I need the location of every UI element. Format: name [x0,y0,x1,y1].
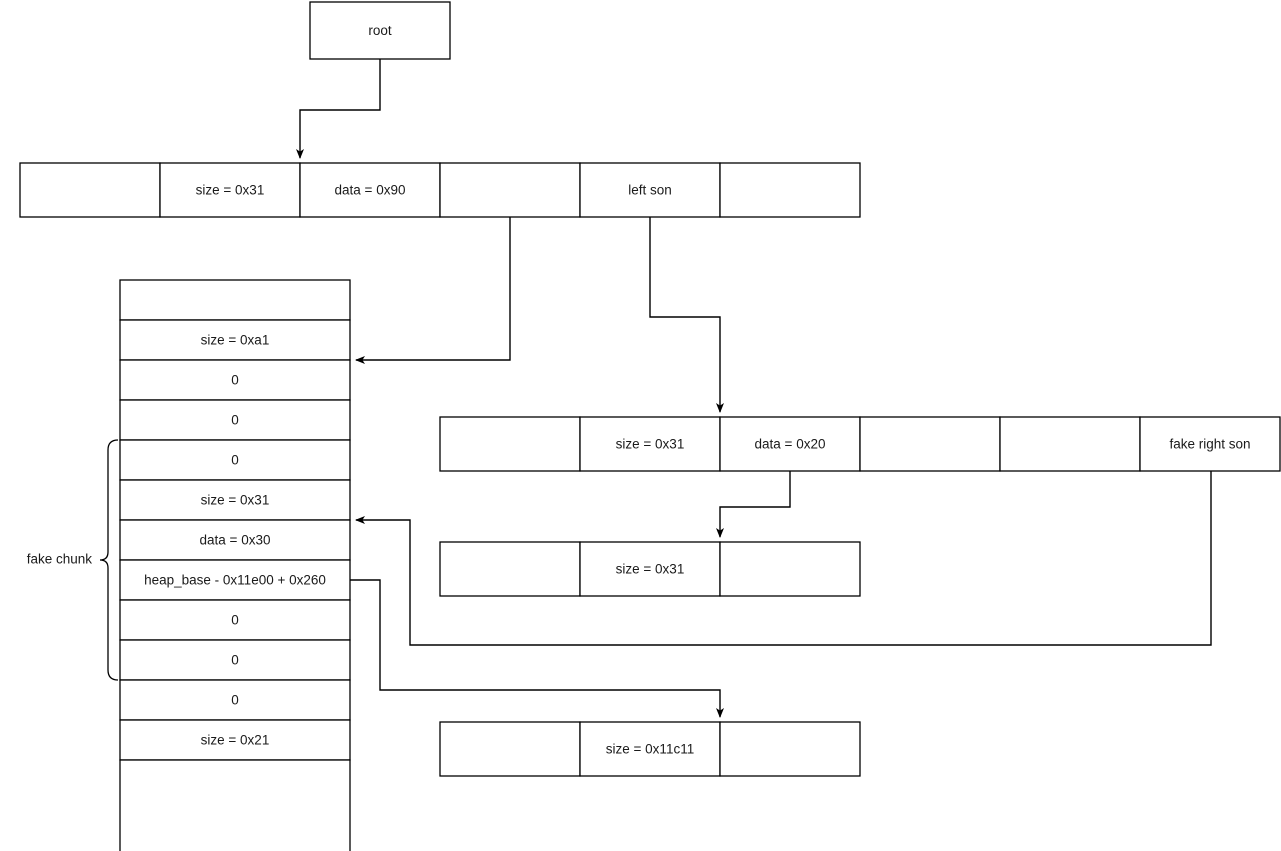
fake-chunk-column-cell-5-size-0x31[interactable] [119,479,351,521]
root-chunk-row-cell-1-size-0x31-label: size = 0x31 [196,183,265,198]
fake-chunk-column-cell-2-0[interactable] [119,359,351,401]
root-chunk-row-cell-1-size-0x31[interactable] [159,162,301,218]
root-chunk-row-cell-0-empty[interactable] [19,162,161,218]
fake-chunk-column-cell-7-heap-base-0x11e00-0x260[interactable] [119,559,351,601]
root-node[interactable] [309,1,451,60]
fake-chunk-column-cell-10-0[interactable] [119,679,351,721]
left-son-pointer-to-left-son-chunk [649,217,724,413]
fake-right-son-to-fake-chunk [355,471,1212,646]
fake-chunk-column-cell-6-data-0x30[interactable] [119,519,351,561]
left-son-chunk-row-cell-5-fake-right-son[interactable] [1139,416,1281,472]
fake-chunk-column-cell-11-size-0x21-label: size = 0x21 [201,733,270,748]
left-son-chunk-row-cell-2-data-0x20-label: data = 0x20 [755,437,826,452]
fake-chunk-column-cell-10-0-label: 0 [231,693,239,708]
fake-chunk-column-cell-6-data-0x30-label: data = 0x30 [200,533,271,548]
left-son-chunk-row-cell-0-empty[interactable] [439,416,581,472]
fake-chunk-bracket [99,439,119,681]
root-chunk-row-cell-4-left-son[interactable] [579,162,721,218]
root-chunk-row-cell-4-left-son-label: left son [628,183,672,198]
left-son-data-to-mid-chunk [716,471,791,538]
root-chunk-row-cell-2-data-0x90[interactable] [299,162,441,218]
left-son-chunk-row-cell-1-size-0x31-label: size = 0x31 [616,437,685,452]
fake-chunk-column-cell-8-0[interactable] [119,599,351,641]
fake-chunk-column-cell-3-0-label: 0 [231,413,239,428]
fake-chunk-column-cell-4-0[interactable] [119,439,351,481]
mid-chunk-row-cell-0-empty[interactable] [439,541,581,597]
mid-chunk-row-cell-1-size-0x31-label: size = 0x31 [616,562,685,577]
left-son-chunk-row-cell-2-data-0x20[interactable] [719,416,861,472]
fake-chunk-column-cell-7-heap-base-0x11e00-0x260-label: heap_base - 0x11e00 + 0x260 [144,573,326,588]
fake-chunk-bracket-label: fake chunk [27,552,93,567]
fake-chunk-column-cell-4-0-label: 0 [231,453,239,468]
connector-lines [99,59,1212,718]
fake-chunk-column-cell-1-size-0xa1[interactable] [119,319,351,361]
root-node-label: root [368,23,392,38]
left-son-chunk-row-cell-3-empty[interactable] [859,416,1001,472]
fake-chunk-column-cell-9-0[interactable] [119,639,351,681]
top-chunk-row-cell-1-size-0x11c11-label: size = 0x11c11 [606,742,694,757]
fake-chunk-column-cell-0-empty[interactable] [119,279,351,321]
fake-chunk-column-cell-1-size-0xa1-label: size = 0xa1 [201,333,270,348]
fake-chunk-column-cell-9-0-label: 0 [231,653,239,668]
root-chunk-row-cell-5-empty[interactable] [719,162,861,218]
fake-chunk-column-cell-8-0-label: 0 [231,613,239,628]
top-chunk-row-cell-1-size-0x11c11[interactable] [579,721,721,777]
root-chunk-row-cell-3-empty[interactable] [439,162,581,218]
left-son-chunk-row-cell-1-size-0x31[interactable] [579,416,721,472]
fake-chunk-column-cell-2-0-label: 0 [231,373,239,388]
box-shapes [19,1,1281,851]
top-chunk-row-cell-0-empty[interactable] [439,721,581,777]
fake-chunk-column-cell-3-0[interactable] [119,399,351,441]
root-chunk-row-cell-2-data-0x90-label: data = 0x90 [335,183,406,198]
mid-chunk-row-cell-2-empty[interactable] [719,541,861,597]
heap-base-ptr-to-top-chunk [350,579,724,718]
top-chunk-row-cell-2-empty[interactable] [719,721,861,777]
fake-chunk-column-cell-5-size-0x31-label: size = 0x31 [201,493,270,508]
root-to-root-chunk [296,59,381,159]
box-labels: root size = 0x31 data = 0x90 left son size =… [27,23,1251,757]
left-son-chunk-row-cell-4-empty[interactable] [999,416,1141,472]
fake-chunk-column-cell-12-empty[interactable] [119,759,351,851]
root-chunk-bk-to-fake-chunk [355,217,511,364]
left-son-chunk-row-cell-5-fake-right-son-label: fake right son [1169,437,1250,452]
